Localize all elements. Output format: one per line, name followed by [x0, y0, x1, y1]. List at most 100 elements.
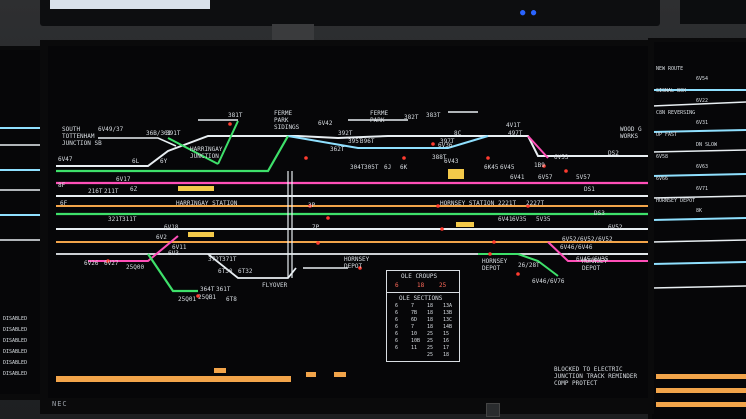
track-label: 381T [228, 112, 243, 119]
track-label: 6V46/6V76 [532, 278, 565, 285]
ole-section-cell: 10 [411, 331, 418, 337]
track-label: 6T30 [218, 268, 233, 275]
ole-section-cell: 25 [427, 352, 434, 358]
status-indicator-3 [306, 372, 316, 377]
right-panel-label: 6V66 [656, 176, 669, 182]
track-label: 6V57 [538, 174, 553, 181]
track-up-fast [56, 135, 648, 167]
ole-section-cell: 18 [427, 317, 434, 323]
ole-section-cell: 6 [395, 338, 399, 344]
ole-group[interactable]: 18 [417, 282, 425, 289]
track-label: 8F [58, 182, 66, 189]
status-indicator-2 [334, 372, 346, 377]
track-label: 6V52/6V52/6V52 [562, 236, 613, 243]
monitor-button [486, 403, 500, 417]
track-label: 6V3 [168, 250, 179, 257]
track-green-lower [147, 253, 198, 293]
ole-section-cell: 13C [443, 317, 453, 323]
track-label: 305T [364, 164, 379, 171]
ole-section-cell: 18 [427, 303, 434, 309]
track-label: 396T [360, 138, 375, 145]
track-label: 383T [426, 112, 441, 119]
status-strip [56, 376, 291, 382]
track-label: 2227T [526, 200, 545, 207]
ole-section-cell: 25 [427, 345, 434, 351]
ole-section-cell: 18 [427, 310, 434, 316]
track-label: 6J [384, 164, 392, 171]
track-diagram [56, 111, 648, 382]
platform-harringay [178, 186, 214, 191]
ole-section-cell: 13B [443, 310, 453, 316]
label-hornsey-depot: HORNSEY DEPOT [344, 256, 370, 270]
track-label: 6V17 [116, 176, 131, 183]
track-label: 6V36 [438, 142, 453, 149]
ole-section-cell: 10B [411, 338, 421, 344]
track-label: 6V2 [156, 234, 167, 241]
track-label: 8C [454, 130, 462, 137]
track-label: 362T [330, 146, 345, 153]
ole-section-cell: 6 [395, 324, 399, 330]
ole-section-cell: 17 [443, 345, 450, 351]
ole-sections-title: OLE SECTIONS [399, 295, 443, 302]
top-monitor-screen-strip [50, 0, 210, 9]
platform-harringay-2 [188, 232, 214, 237]
ole-section-cell: 6 [395, 345, 399, 351]
track-label: 216T [88, 188, 103, 195]
ole-divider [387, 292, 459, 293]
track-label: 304T [350, 164, 365, 171]
left-panel-tracks [0, 127, 40, 241]
right-panel-label: 6V58 [656, 154, 669, 160]
top-right-monitor [680, 0, 746, 24]
label-ferme-park: FERME PARK [370, 110, 389, 124]
ole-group[interactable]: 25 [439, 282, 447, 289]
track-label: 211T [104, 188, 119, 195]
track-label: 6V42 [318, 120, 333, 127]
track-label: 6K [400, 164, 408, 171]
ole-group[interactable]: 6 [395, 282, 399, 289]
track-label: 382T [404, 114, 419, 121]
label-hornsey-depot-3: HORNSEY DEPOT [582, 258, 608, 272]
track-south-tottenham [98, 137, 177, 147]
track-label: 6V26 [84, 260, 99, 267]
status-led: ● ● [520, 8, 537, 18]
right-panel-label: 6V71 [696, 186, 709, 192]
track-label: 1B9 [534, 162, 545, 169]
track-green-branch-2 [167, 137, 219, 165]
track-label: 6L [132, 158, 140, 165]
left-panel-status: DISABLED [3, 371, 28, 377]
ole-section-cell: 14B [443, 324, 453, 330]
left-panel-status: DISABLED [3, 360, 28, 366]
ole-section-cell: 13A [443, 303, 453, 309]
right-panel-label: DN SLOW [696, 142, 718, 148]
right-panel-tracks [652, 89, 746, 407]
signalling-display: SOUTH TOTTENHAM JUNCTION SB HARRINGAY JU… [48, 46, 648, 398]
ole-section-cell: 6 [395, 303, 399, 309]
label-south-tottenham: SOUTH TOTTENHAM JUNCTION SB [62, 126, 102, 147]
signal-group [106, 122, 568, 298]
ole-section-cell: 6 [395, 310, 399, 316]
track-label: 321T [108, 216, 123, 223]
track-label: DS1 [584, 186, 595, 193]
track-label: DS3 [594, 210, 605, 217]
ole-section-cell: 6 [395, 331, 399, 337]
label-ferme-park-sidings: FERME PARK SIDINGS [274, 110, 300, 131]
track-label: 391T [166, 130, 181, 137]
right-panel-label: UP FAST [656, 132, 678, 138]
track-label: 371T [222, 256, 237, 263]
ole-section-cell: 7 [411, 324, 415, 330]
right-panel-label: C8N REVERSING [656, 110, 696, 116]
track-label: 6V41 [498, 216, 513, 223]
status-indicator [214, 368, 226, 373]
track-label: 6V45 [500, 164, 515, 171]
left-panel-status: DISABLED [3, 349, 28, 355]
ole-groups-title: OLE CROUPS [401, 273, 438, 280]
track-pink-depot [547, 241, 648, 262]
track-label: 3P [308, 202, 316, 209]
label-tunnel-note: BLOCKED TO ELECTRIC JUNCTION TRACK REMIN… [554, 366, 638, 387]
track-label: 25Q01 [178, 296, 197, 303]
label-hornsey-depot-2: HORNSEY DEPOT [482, 258, 508, 272]
track-green-branch [217, 120, 239, 165]
track-label: 6V41 [510, 174, 525, 181]
ole-section-cell: 15 [443, 331, 450, 337]
